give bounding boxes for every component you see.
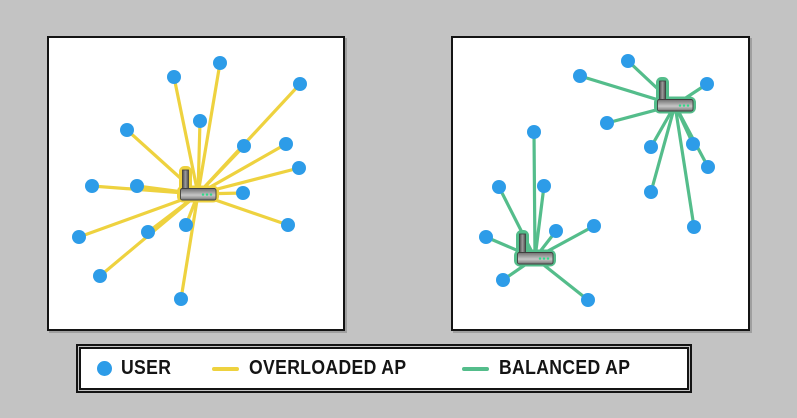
overloaded-network-panel [47,36,345,331]
balanced-ap-user-link [533,184,546,260]
legend-item-balanced-ap: BALANCED AP [462,357,648,380]
router-antenna [182,169,189,191]
overloaded-ap-user-link [77,192,200,239]
user-dot [496,273,510,287]
overloaded-ap-user-link [196,119,202,196]
user-dot [237,139,251,153]
legend-label-overloaded-ap: OVERLOADED AP [249,357,407,379]
router-body [180,188,217,201]
router-led [205,193,209,196]
overloaded-link-icon [212,366,240,371]
balanced-ap-top-icon [654,77,696,114]
legend-label-user: USER [121,357,172,379]
user-dot [193,114,207,128]
balanced-network-diagram [479,54,715,307]
router-led [542,257,546,260]
router-led [209,193,213,196]
user-dot [479,230,493,244]
user-dot [621,54,635,68]
user-dot [292,161,306,175]
balanced-ap-user-link [649,103,677,194]
user-dot [167,70,181,84]
user-dot [93,269,107,283]
legend: USER OVERLOADED AP BALANCED AP [76,344,692,393]
user-dot [281,218,295,232]
balanced-ap-bottom-icon [514,230,556,267]
overloaded-ap-user-link [196,61,222,196]
user-dot [120,123,134,137]
router-led [546,257,550,260]
user-dot [213,56,227,70]
router-led [538,257,542,260]
user-dot [527,125,541,139]
legend-label-balanced-ap: BALANCED AP [499,357,631,379]
user-dot [644,185,658,199]
user-dot [72,230,86,244]
balanced-ap-user-link [532,130,537,260]
balanced-ap-user-link [673,103,696,229]
legend-item-user: USER [97,357,178,380]
user-dot [174,292,188,306]
overloaded-ap-user-link [172,75,200,196]
user-dot [85,179,99,193]
router-led [682,104,686,107]
overloaded-ap-user-link [179,192,200,301]
user-dot [687,220,701,234]
router-body [657,99,694,112]
router-antenna [659,80,666,102]
balanced-ap-user-link [673,103,710,169]
router-antenna [519,233,526,255]
user-dot [236,186,250,200]
user-dot [130,179,144,193]
user-dot [573,69,587,83]
user-dot [686,137,700,151]
user-dot [587,219,601,233]
user-dot [141,225,155,239]
user-dot [700,77,714,91]
user-dot-icon [97,361,112,376]
balanced-network-panel [451,36,750,331]
user-dot [600,116,614,130]
overloaded-network-diagram [72,56,307,306]
user-dot [644,140,658,154]
user-dot [701,160,715,174]
legend-item-overloaded-ap: OVERLOADED AP [212,357,428,380]
user-dot [279,137,293,151]
overloaded-ap-icon [177,166,219,203]
user-dot [537,179,551,193]
router-led [686,104,690,107]
user-dot [549,224,563,238]
balanced-link-icon [462,366,490,371]
user-dot [492,180,506,194]
router-body [517,252,554,265]
router-led [201,193,205,196]
user-dot [581,293,595,307]
user-dot [179,218,193,232]
router-led [678,104,682,107]
user-dot [293,77,307,91]
